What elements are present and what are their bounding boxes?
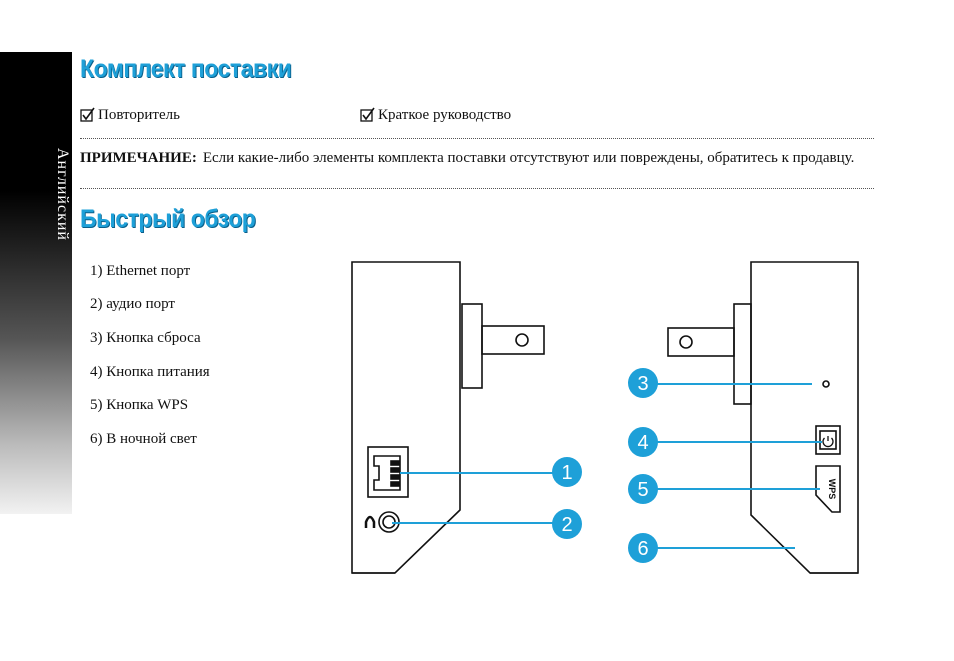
wps-label: WPS <box>827 479 837 500</box>
callout-lines <box>392 383 822 549</box>
package-item-quick-guide: Краткое руководство <box>360 107 511 124</box>
svg-text:5: 5 <box>637 479 648 501</box>
device-diagram: WPS 1 2 3 4 5 6 <box>351 261 859 574</box>
feature-item: 4) Кнопка питания <box>90 364 210 380</box>
feature-item: 1) Ethernet порт <box>90 263 191 279</box>
checkbox-icon <box>80 107 95 123</box>
wps-button-outline <box>815 465 841 513</box>
language-sidebar: Английский <box>0 52 72 514</box>
device-right-view <box>667 261 859 574</box>
note-label: ПРИМЕЧАНИЕ: <box>80 150 197 166</box>
svg-text:6: 6 <box>637 538 648 560</box>
note-text: Если какие-либо элементы комплекта поста… <box>202 150 855 166</box>
checkbox-icon <box>360 107 375 123</box>
callout-marker-1: 1 <box>552 457 582 487</box>
feature-item: 6) В ночной свет <box>90 431 197 447</box>
package-item-label: Повторитель <box>98 107 180 123</box>
divider <box>80 188 874 189</box>
callout-marker-4: 4 <box>628 427 658 457</box>
feature-item: 5) Кнопка WPS <box>90 397 189 413</box>
callout-marker-2: 2 <box>552 509 582 539</box>
svg-text:1: 1 <box>561 462 572 484</box>
package-contents-heading: Комплект поставки <box>80 55 292 83</box>
svg-text:3: 3 <box>637 373 648 395</box>
svg-text:2: 2 <box>561 514 572 536</box>
package-item-repeater: Повторитель <box>80 107 180 124</box>
svg-text:4: 4 <box>637 432 648 454</box>
reset-pinhole <box>822 380 830 388</box>
package-item-label: Краткое руководство <box>378 107 512 123</box>
callout-marker-6: 6 <box>628 533 658 563</box>
sidebar-language-label: Английский <box>54 148 71 241</box>
quick-overview-heading: Быстрый обзор <box>80 205 256 233</box>
device-left-view <box>351 261 545 574</box>
divider <box>80 138 874 139</box>
power-button-outline <box>815 425 841 455</box>
callout-marker-5: 5 <box>628 474 658 504</box>
feature-item: 2) аудио порт <box>90 296 175 312</box>
feature-item: 3) Кнопка сброса <box>90 330 201 346</box>
note-paragraph: ПРИМЕЧАНИЕ: Если какие-либо элементы комп… <box>80 149 870 167</box>
callout-marker-3: 3 <box>628 368 658 398</box>
